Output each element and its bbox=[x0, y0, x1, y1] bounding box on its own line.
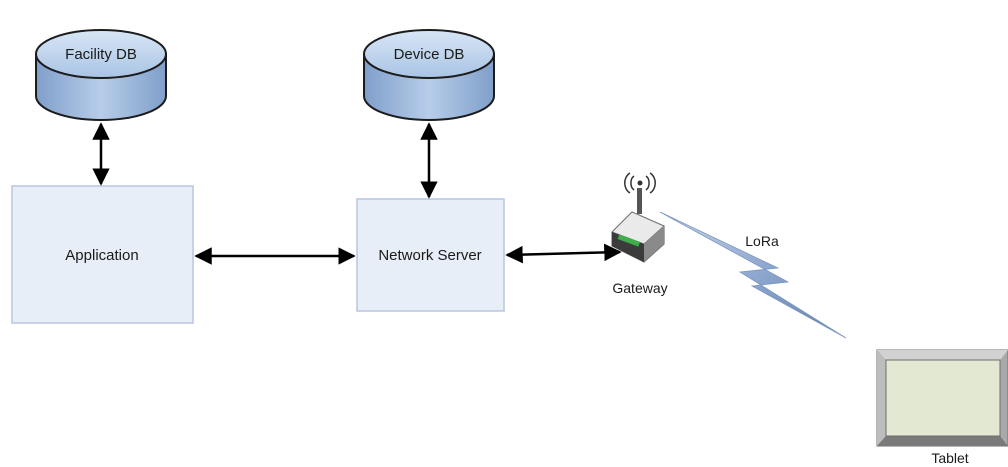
device-db-node: Device DB bbox=[363, 29, 495, 121]
network-server-node: Network Server bbox=[356, 198, 505, 312]
device-db-label: Device DB bbox=[394, 46, 465, 63]
tablet-label: Tablet bbox=[931, 450, 968, 466]
facility-db-label: Facility DB bbox=[65, 46, 137, 63]
lora-label: LoRa bbox=[745, 233, 779, 249]
application-label: Application bbox=[65, 247, 138, 264]
arrow-network-server-gateway bbox=[505, 243, 622, 264]
application-node: Application bbox=[11, 185, 194, 324]
network-server-label: Network Server bbox=[378, 247, 481, 264]
facility-db-node: Facility DB bbox=[35, 29, 167, 121]
tablet-icon bbox=[876, 349, 1008, 447]
gateway-label: Gateway bbox=[612, 280, 667, 296]
gateway-icon bbox=[611, 172, 665, 263]
lora-wireless-link-icon bbox=[659, 211, 847, 339]
